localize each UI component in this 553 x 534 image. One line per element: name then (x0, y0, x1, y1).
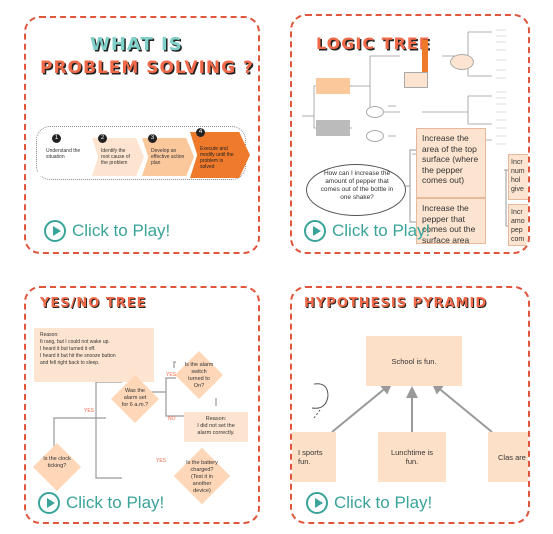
reason-line: I did not set the (197, 423, 235, 429)
card-hypothesis-pyramid[interactable]: HYPOTHESIS PYRAMID School is fun. I spor… (290, 286, 530, 524)
step-1: 1 Understand the situation (38, 134, 90, 176)
step-1-text: Understand the situation (46, 148, 81, 160)
sub-branch-box-2: Incr amo pep com (508, 204, 528, 246)
tree-node (366, 130, 384, 142)
step-2-text: Identify the root cause of the problem (101, 148, 130, 166)
step-4-number: 4 (196, 128, 205, 137)
yes-label: YES (156, 458, 167, 464)
yes-label: YES (166, 372, 177, 378)
step-3: Develop an effective action plan (142, 138, 194, 176)
title-yes-no-tree: YES/NO TREE (40, 296, 147, 311)
title-problem-solving: PROBLEM SOLVING ? (40, 58, 254, 78)
card-yes-no-tree[interactable]: YES/NO TREE Reason: It rang, but I could… (24, 286, 260, 524)
diamond-alarm-switch-text: Is the alarm switch turned to On? (184, 362, 214, 389)
tree-node (450, 54, 474, 70)
play-button[interactable]: Click to Play! (306, 492, 432, 514)
cloud-question-text: How can I increase the amount of pepper … (320, 170, 394, 201)
diamond-clock-ticking-text: Is the clock ticking? (43, 456, 71, 469)
pyramid-middle-box: Lunchtime is fun. (378, 432, 446, 482)
reason-line: alarm correctly. (197, 430, 235, 436)
bracket-lines (404, 149, 510, 227)
reason-line: and fell right back to sleep. (40, 360, 100, 366)
title-hypothesis-pyramid: HYPOTHESIS PYRAMID (304, 296, 488, 311)
title-logic-tree: LOGIC TREE (316, 34, 431, 53)
sub-branch-box-1: Incr num hol give (508, 154, 528, 200)
card-logic-tree[interactable]: LOGIC TREE How can I increase the amount… (290, 14, 530, 254)
step-3-text: Develop an effective action plan (151, 148, 185, 166)
yes-label: YES (84, 408, 95, 414)
play-icon (306, 492, 328, 514)
tree-node (316, 120, 350, 136)
card-problem-solving[interactable]: WHAT IS PROBLEM SOLVING ? 1 Understand t… (24, 16, 260, 254)
step-4: Execute and modify until the problem is … (190, 132, 250, 178)
step-2: Identify the root cause of the problem (92, 138, 144, 176)
question-cloud (306, 164, 406, 216)
pyramid-top-box: School is fun. (366, 336, 462, 386)
reason-box-1: Reason: It rang, but I could not wake up… (34, 328, 154, 382)
play-button[interactable]: Click to Play! (44, 220, 170, 242)
tree-node (366, 106, 384, 118)
reason-line: It rang, but I could not wake up. (40, 339, 110, 345)
yes-no-tree-lines (53, 361, 217, 479)
tree-node (316, 78, 350, 94)
diamond-battery-text: Is the battery charged? (Test it in anot… (186, 460, 218, 494)
play-icon (38, 492, 60, 514)
play-label: Click to Play! (66, 493, 165, 512)
play-label: Click to Play! (332, 221, 431, 240)
title-what-is: WHAT IS (90, 34, 183, 55)
play-icon (44, 220, 66, 242)
step-1-number: 1 (52, 134, 61, 143)
tree-node (404, 72, 428, 88)
step-3-number: 3 (148, 134, 157, 143)
play-label: Click to Play! (72, 221, 171, 240)
reason-line: I heard it but turned it off. (40, 346, 96, 352)
pyramid-left-box: I sports fun. (292, 432, 336, 482)
branch-box-2: Increase the pepper that comes out the s… (416, 198, 486, 244)
step-2-number: 2 (98, 134, 107, 143)
no-label: NO (168, 416, 176, 422)
diamond-alarm-set-text: Was the alarm set for 6 a.m.? (121, 388, 149, 408)
pyramid-right-box: Clas are (488, 432, 528, 482)
reason-box-2: Reason: I did not set the alarm correctl… (184, 412, 248, 442)
reason-title: Reason: (40, 332, 59, 338)
pyramid-arrows (311, 382, 493, 433)
reason-title: Reason: (205, 416, 227, 422)
play-button[interactable]: Click to Play! (38, 492, 164, 514)
play-label: Click to Play! (334, 493, 433, 512)
reason-line: I heard it but hit the snooze button (40, 353, 116, 359)
step-4-text: Execute and modify until the problem is … (200, 146, 234, 170)
tree-node (422, 40, 428, 74)
play-button[interactable]: Click to Play! (304, 220, 430, 242)
play-icon (304, 220, 326, 242)
branch-box-1: Increase the area of the top surface (wh… (416, 128, 486, 198)
